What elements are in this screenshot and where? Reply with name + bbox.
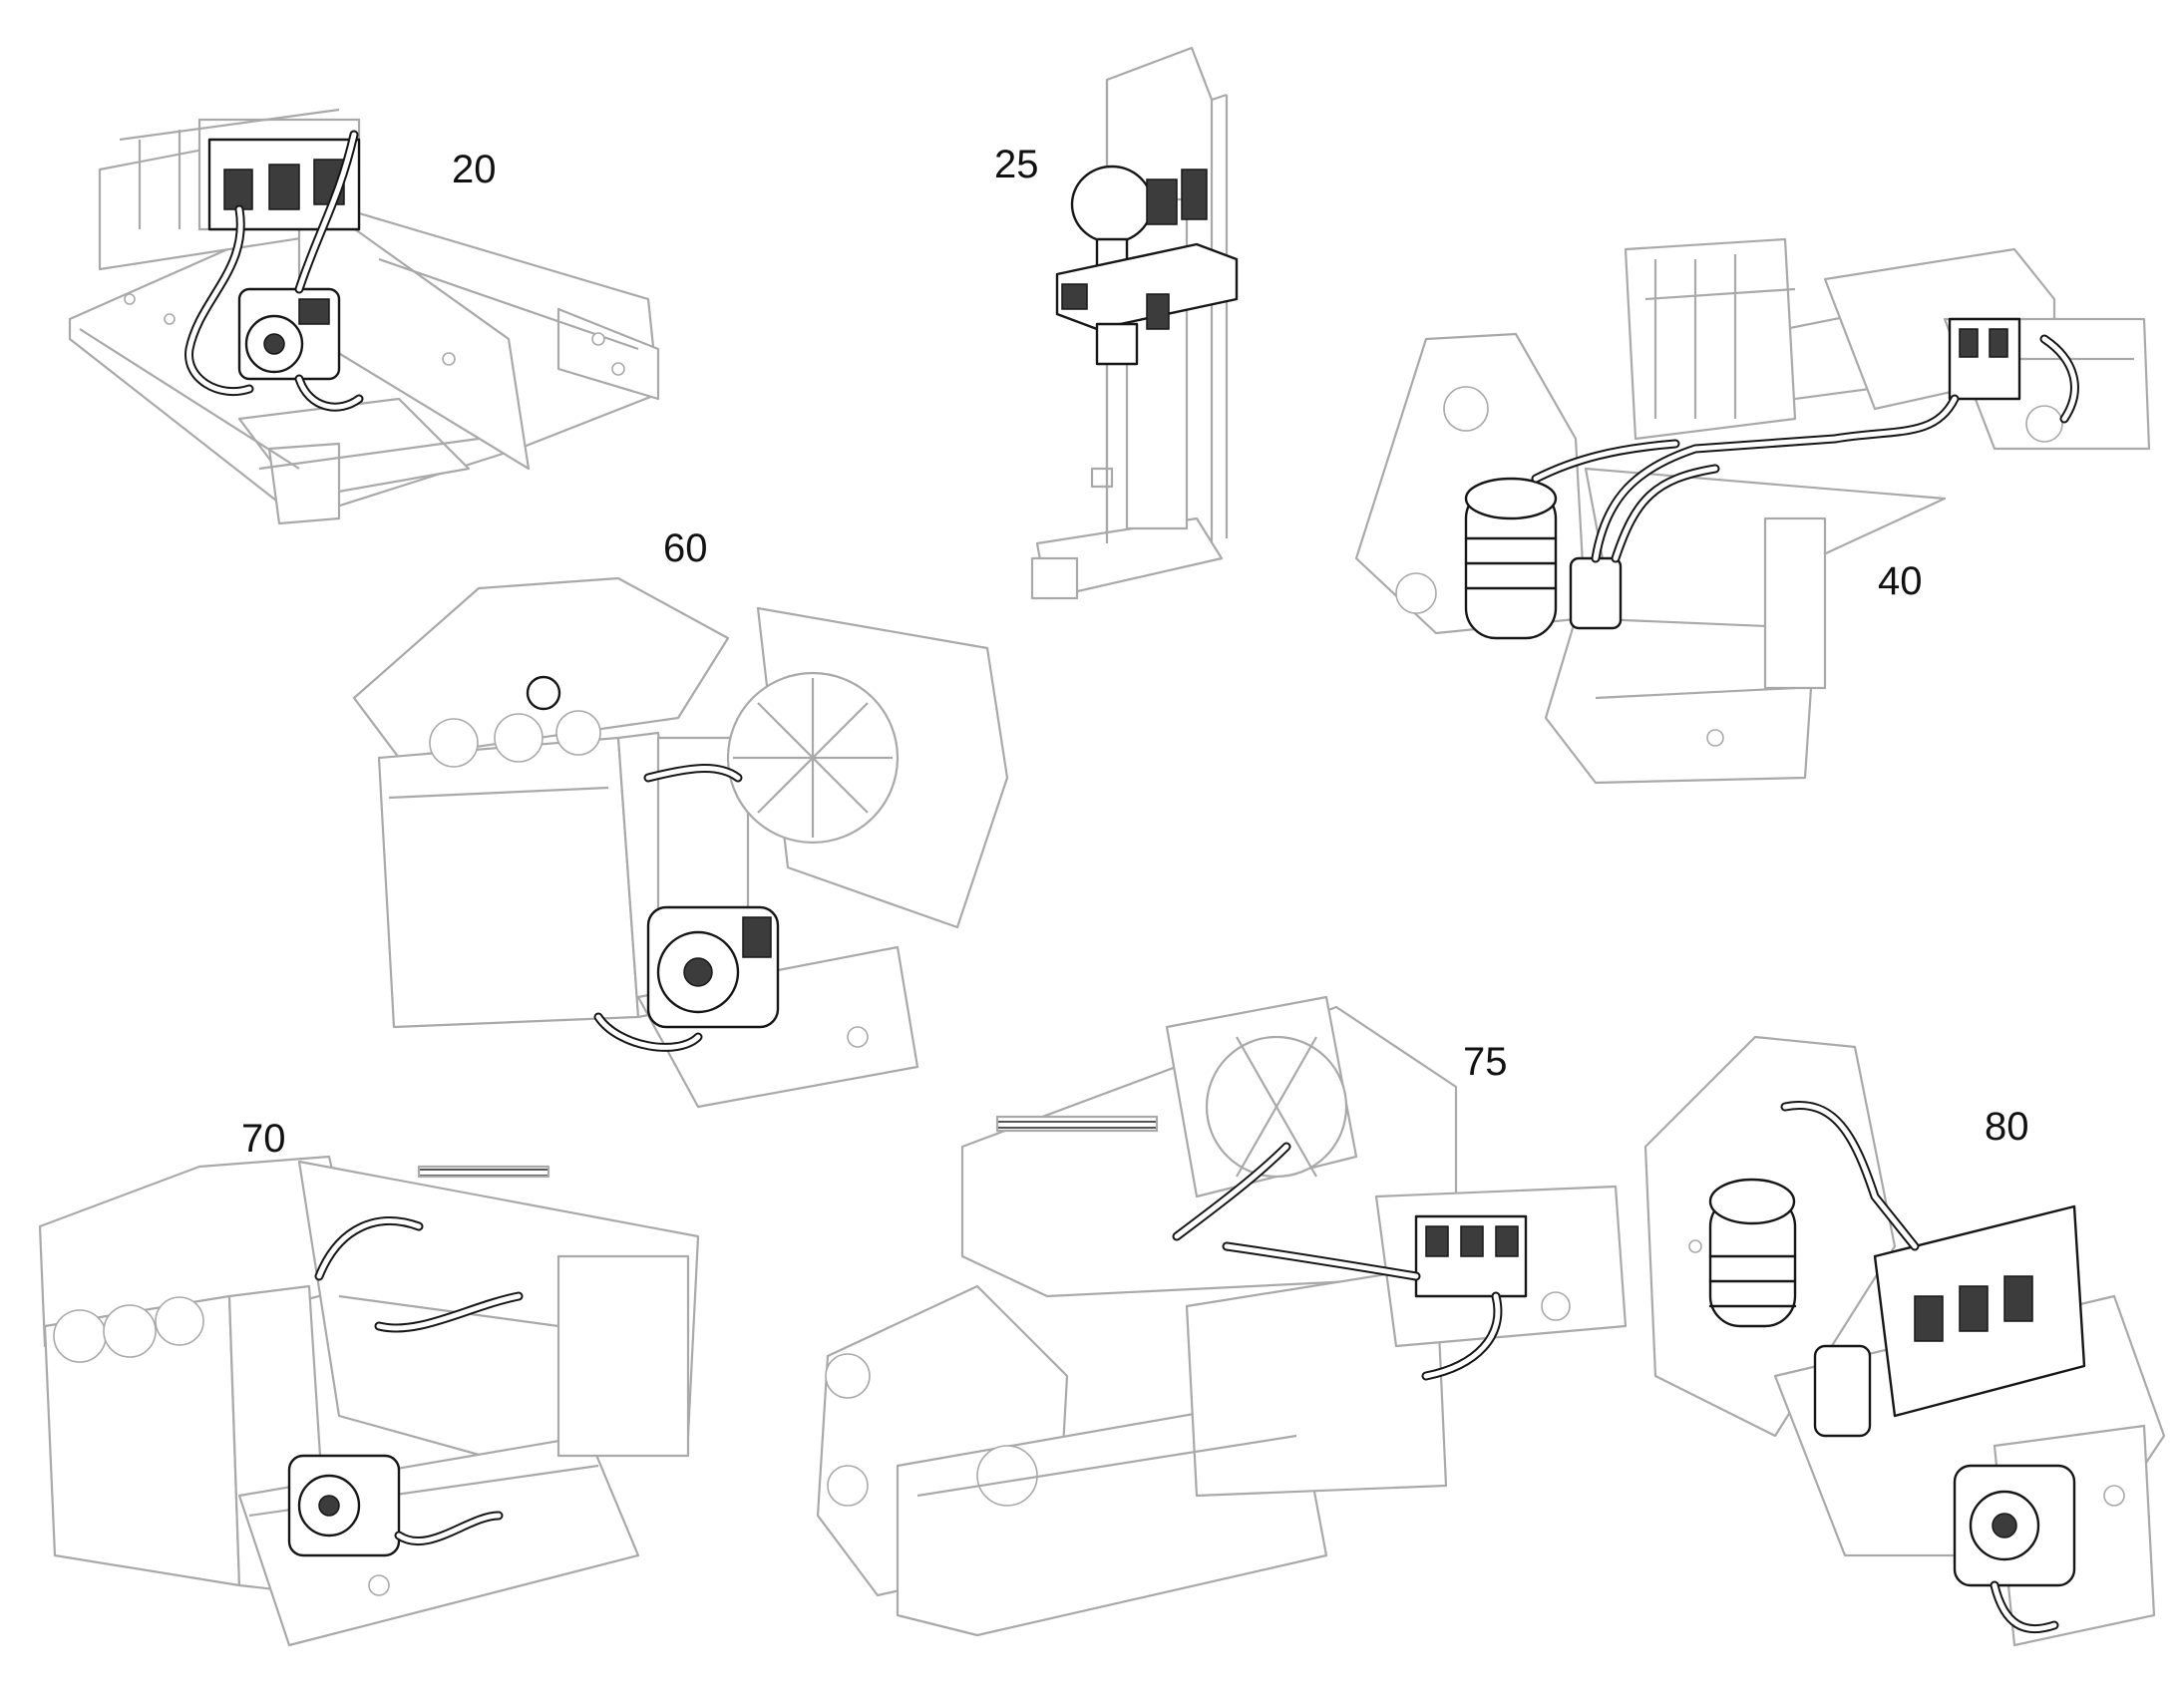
view-70-assembly — [38, 1155, 700, 1647]
figure-label-25: 25 — [994, 143, 1039, 186]
figure-label-60: 60 — [663, 526, 708, 570]
figure-label-75: 75 — [1463, 1040, 1508, 1084]
view-20-assembly — [68, 108, 660, 525]
figure-label-80: 80 — [1985, 1105, 2029, 1149]
view-60-assembly — [352, 576, 1009, 1109]
figure-label-40: 40 — [1878, 559, 1923, 603]
view-40-assembly — [1354, 237, 2151, 785]
figure-label-20: 20 — [452, 148, 497, 191]
view-25-assembly — [1030, 46, 1239, 600]
view-75-assembly — [816, 995, 1628, 1637]
view-80-assembly — [1643, 1035, 2166, 1647]
figure-label-70: 70 — [241, 1117, 286, 1161]
